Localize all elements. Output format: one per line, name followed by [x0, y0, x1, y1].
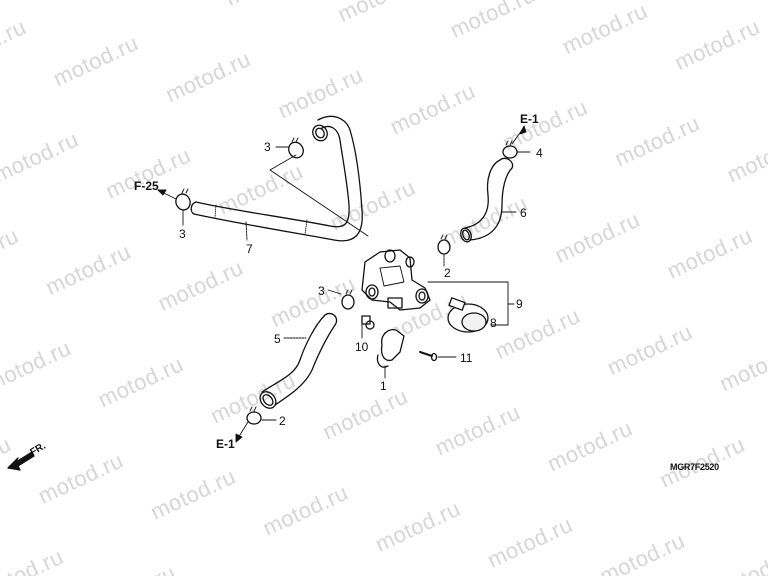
hose-6 — [460, 157, 514, 243]
hose-band-8 — [447, 297, 489, 333]
diagram-code: MGR7F2520 — [670, 462, 719, 472]
reference-e1: E-1 — [216, 437, 235, 451]
callout-10: 10 — [355, 340, 369, 354]
hose-7 — [190, 115, 363, 242]
bolt-11 — [419, 351, 438, 362]
clamp-2a — [437, 234, 451, 255]
bracket-1 — [376, 329, 405, 368]
callout-3: 3 — [318, 284, 325, 298]
clamp-2b — [246, 406, 262, 425]
callout-5: 5 — [274, 332, 281, 346]
hose-5 — [259, 312, 338, 409]
callout-3: 3 — [179, 227, 186, 241]
callout-8: 8 — [490, 316, 497, 330]
callout-11: 11 — [460, 351, 473, 365]
callout-6: 6 — [520, 206, 527, 220]
reference-f25: F-25 — [134, 179, 159, 193]
clamp-4 — [502, 140, 518, 159]
callout-2: 2 — [444, 266, 451, 280]
nut-10 — [361, 315, 375, 330]
clamp-3c — [341, 289, 355, 310]
clamp-3a — [288, 137, 304, 159]
clamp-3b — [175, 188, 191, 211]
callout-3: 3 — [264, 140, 271, 154]
front-arrow-icon — [7, 451, 35, 471]
callout-9: 9 — [516, 297, 523, 311]
callout-2: 2 — [279, 414, 286, 428]
valve-assembly-9 — [361, 249, 431, 311]
leader-lines — [157, 125, 531, 443]
callout-1: 1 — [380, 379, 387, 393]
callout-4: 4 — [536, 146, 543, 160]
callout-7: 7 — [246, 242, 253, 256]
reference-e1: E-1 — [520, 112, 539, 126]
